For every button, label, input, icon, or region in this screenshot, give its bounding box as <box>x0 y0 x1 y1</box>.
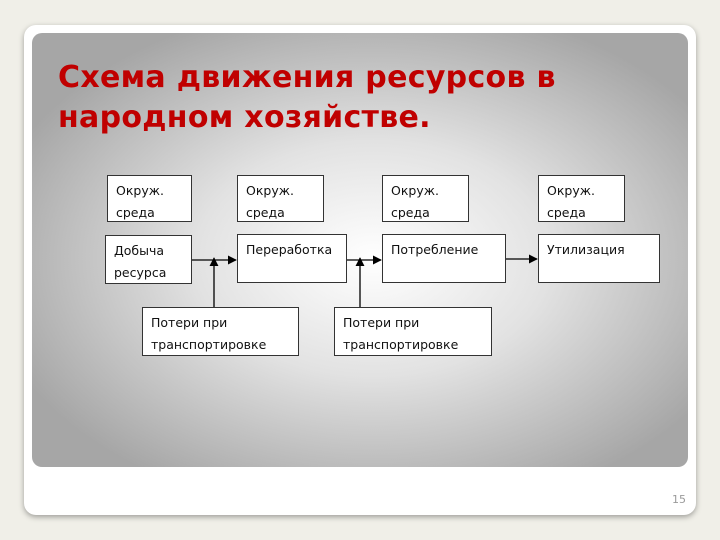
process-box-disposal: Утилизация <box>538 234 660 283</box>
environment-box-2-line1: Окруж. <box>246 183 294 198</box>
process-box-extraction-line2: ресурса <box>114 265 167 280</box>
process-box-disposal-line1: Утилизация <box>547 242 625 257</box>
process-box-extraction-line1: Добыча <box>114 243 165 258</box>
environment-box-4-line1: Окруж. <box>547 183 595 198</box>
environment-box-3: Окруж. среда <box>382 175 469 222</box>
loss-box-1-line1: Потери при <box>151 315 228 330</box>
process-box-extraction: Добыча ресурса <box>105 235 192 284</box>
process-box-consumption-line1: Потребление <box>391 242 479 257</box>
slide-title: Схема движения ресурсов в народном хозяй… <box>58 60 556 135</box>
environment-box-3-line2: среда <box>391 205 430 220</box>
environment-box-4-line2: среда <box>547 205 586 220</box>
loss-box-2: Потери при транспортировке <box>334 307 492 356</box>
loss-box-1-line2: транспортировке <box>151 337 267 352</box>
environment-box-1-line1: Окруж. <box>116 183 164 198</box>
environment-box-3-line1: Окруж. <box>391 183 439 198</box>
loss-box-2-line2: транспортировке <box>343 337 459 352</box>
environment-box-1: Окруж. среда <box>107 175 192 222</box>
process-box-processing-line1: Переработка <box>246 242 333 257</box>
environment-box-1-line2: среда <box>116 205 155 220</box>
loss-box-1: Потери при транспортировке <box>142 307 299 356</box>
loss-box-2-line1: Потери при <box>343 315 420 330</box>
process-box-consumption: Потребление <box>382 234 506 283</box>
process-box-processing: Переработка <box>237 234 347 283</box>
environment-box-4: Окруж. среда <box>538 175 625 222</box>
environment-box-2-line2: среда <box>246 205 285 220</box>
slide-number: 15 <box>672 493 686 506</box>
environment-box-2: Окруж. среда <box>237 175 324 222</box>
